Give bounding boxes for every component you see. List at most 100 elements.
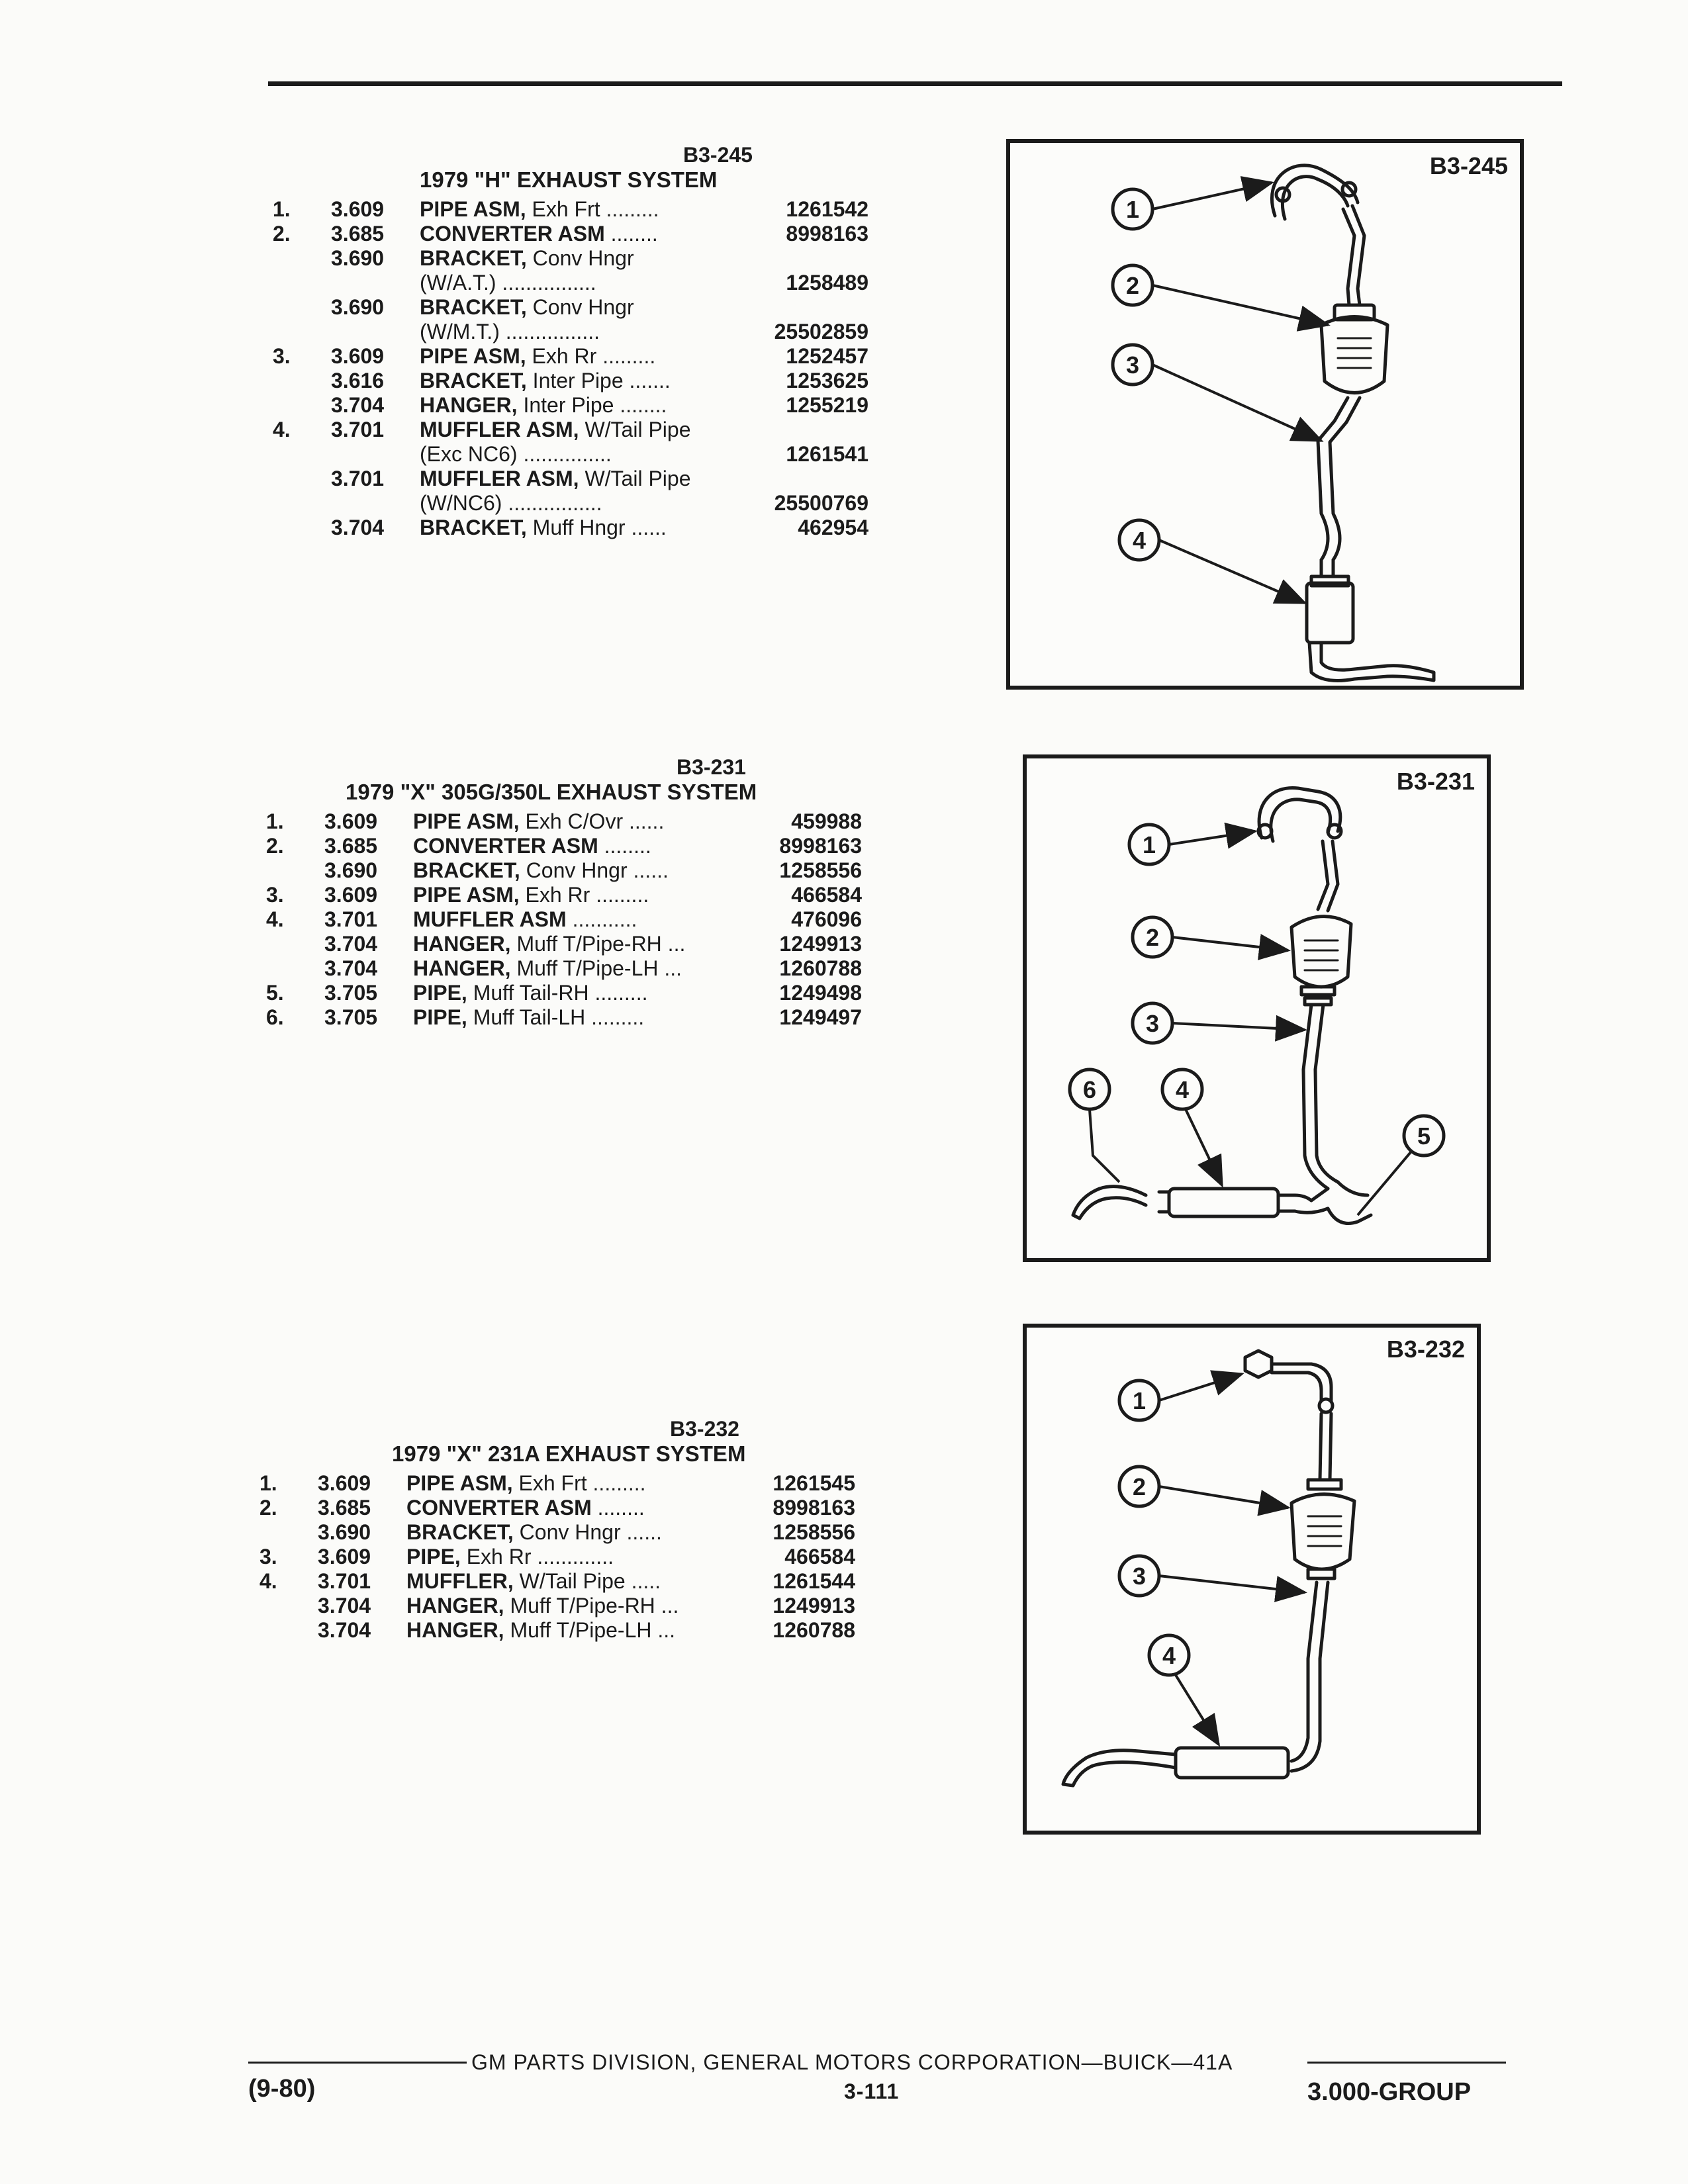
leader-dots: ..... [625,1569,661,1593]
group-number: 3.685 [331,222,385,246]
parts-section-b3-231: B3-231 1979 "X" 305G/350L EXHAUST SYSTEM… [266,754,875,1032]
part-number: 25502859 [774,320,868,343]
part-description: HANGER, Inter Pipe ........ [420,392,667,418]
footer-rule-right [1307,2062,1506,2064]
part-number: 25500769 [774,491,868,515]
part-detail: Muff T/Pipe-LH [504,1618,652,1642]
item-number: 2. [259,1496,277,1520]
part-name: CONVERTER ASM [420,222,605,246]
item-number: 1. [273,197,291,221]
part-description: CONVERTER ASM ........ [406,1495,645,1520]
part-name: BRACKET, [413,858,520,882]
part-name: CONVERTER ASM [406,1496,592,1520]
section-title: 1979 "X" 231A EXHAUST SYSTEM [392,1441,746,1466]
group-number: 3.701 [318,1569,371,1593]
leader-dots: ........ [598,834,651,858]
exhaust-diagram: 1 2 3 4 [1111,163,1436,682]
part-number: 1249913 [779,932,862,956]
leader-dots: ......... [586,1471,646,1495]
part-detail: Exh Frt [512,1471,587,1495]
part-detail: Conv Hngr [513,1520,621,1544]
part-name: BRACKET, [420,246,527,270]
top-rule [268,81,1562,86]
callout-3: 3 [1126,351,1139,379]
item-number: 4. [259,1569,277,1593]
leader-dots: ......... [585,1005,645,1029]
parts-row: 3.704 HANGER, Muff T/Pipe-RH ... 1249913 [266,931,875,956]
exhaust-diagram: 1 2 3 4 [1061,1349,1356,1788]
group-number: 3.704 [324,932,378,956]
part-description: PIPE, Muff Tail-LH ......... [413,1005,644,1030]
part-name: HANGER, [420,393,518,417]
group-number: 3.616 [331,369,385,392]
part-description: CONVERTER ASM ........ [420,221,658,246]
part-detail: W/Tail Pipe [513,1569,626,1593]
leader-dots: ......... [588,981,648,1005]
item-number: 2. [266,834,284,858]
group-number: 3.705 [324,981,378,1005]
part-detail: Muff Tail-RH [467,981,589,1005]
group-number: 3.609 [324,809,378,833]
part-number: 476096 [791,907,862,931]
parts-row: (W/NC6) ................25500769 [273,490,882,515]
item-number: 5. [266,981,284,1005]
part-number: 1249497 [779,1005,862,1029]
group-number: 3.685 [318,1496,371,1520]
part-detail: Muff T/Pipe-LH [510,956,659,980]
part-description: BRACKET, Conv Hngr [420,295,634,320]
part-detail: Exh Rr [526,344,597,368]
group-number: 3.690 [324,858,378,882]
part-name: BRACKET, [406,1520,514,1544]
part-number: 8998163 [773,1496,855,1520]
figure-label: B3-231 [1396,768,1475,795]
group-number: 3.704 [331,516,385,539]
part-description: BRACKET, Inter Pipe ....... [420,368,671,393]
leader-dots: ......... [596,344,656,368]
parts-row: (W/M.T.) ................25502859 [273,319,882,343]
part-name: BRACKET, [420,369,527,392]
part-description: MUFFLER ASM ........... [413,907,637,932]
callout-5: 5 [1417,1122,1430,1150]
item-number: 6. [266,1005,284,1029]
part-detail: Conv Hngr [520,858,628,882]
parts-section-b3-232: B3-232 1979 "X" 231A EXHAUST SYSTEM 1.3.… [259,1416,868,1668]
part-description: PIPE ASM, Exh Rr ......... [413,882,649,907]
section-title: 1979 "X" 305G/350L EXHAUST SYSTEM [346,780,757,804]
group-number: 3.701 [331,418,385,441]
leader-dots: ................ [499,320,600,343]
part-description: PIPE ASM, Exh C/Ovr ...... [413,809,664,834]
part-detail: Conv Hngr [526,295,634,319]
part-number: 1252457 [786,344,868,368]
callout-4: 4 [1133,527,1146,554]
part-detail: (Exc NC6) [420,442,518,466]
part-detail: Exh Rr [519,883,590,907]
part-name: PIPE, [413,1005,467,1029]
callout-4: 4 [1176,1076,1189,1103]
figure-b3-232: B3-232 [1023,1324,1481,1835]
leader-dots: ........ [591,1496,645,1520]
part-number: 8998163 [786,222,868,246]
part-name: HANGER, [406,1618,504,1642]
part-description: BRACKET, Conv Hngr ...... [413,858,669,883]
part-description: HANGER, Muff T/Pipe-RH ... [413,931,685,956]
part-name: MUFFLER ASM, [420,418,579,441]
leader-dots: ............... [517,442,612,466]
leader-dots: ............. [531,1545,614,1569]
group-number: 3.609 [318,1471,371,1495]
part-name: CONVERTER ASM [413,834,598,858]
part-description: (W/A.T.) ................ [420,270,596,295]
part-description: CONVERTER ASM ........ [413,833,651,858]
part-detail: Inter Pipe [526,369,624,392]
